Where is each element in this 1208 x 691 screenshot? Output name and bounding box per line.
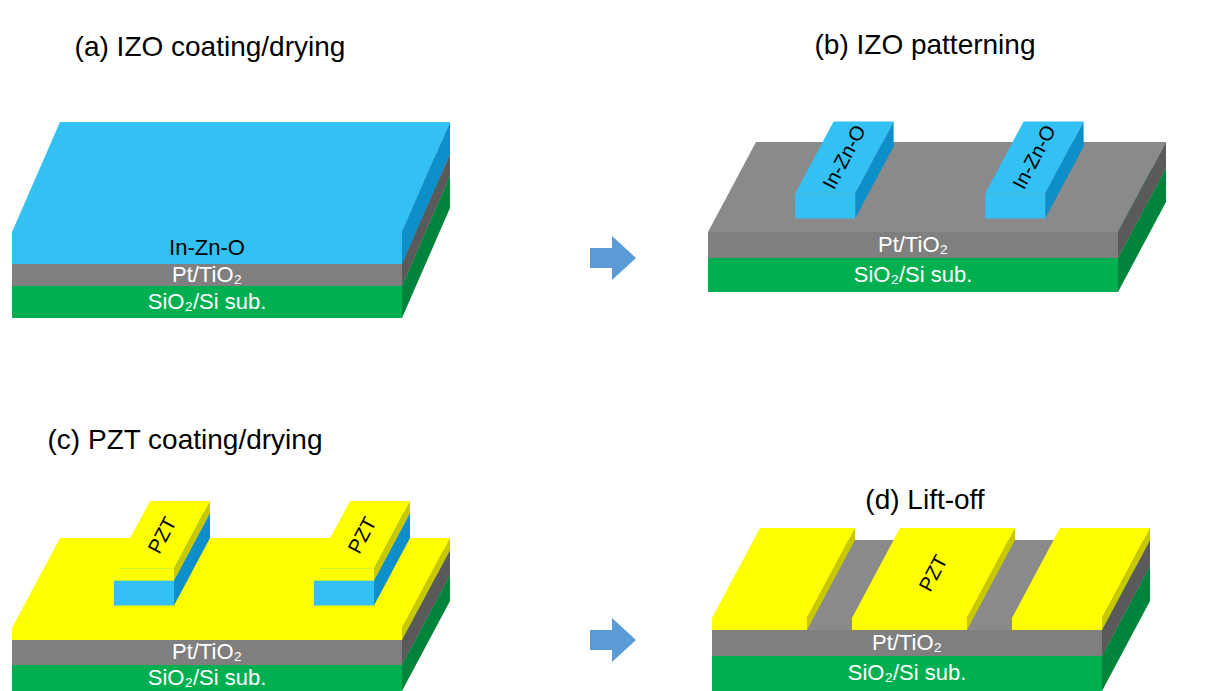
process-arrow <box>590 236 636 280</box>
layer-label: SiO₂/Si sub. <box>148 667 267 689</box>
pzt-strip-top <box>852 528 1015 618</box>
izo-strip-front <box>114 581 174 606</box>
pzt-strip-front <box>1012 618 1102 630</box>
layer-label: Pt/TiO₂ <box>172 264 242 286</box>
layer-label: SiO₂/Si sub. <box>854 264 973 286</box>
pzt-strip-front <box>712 618 807 630</box>
layer-label: Pt/TiO₂ <box>878 234 948 256</box>
layer-label: SiO₂/Si sub. <box>148 291 267 313</box>
pzt-layer-front <box>12 628 402 640</box>
layer-label: In-Zn-O <box>169 237 245 259</box>
layer-label: Pt/TiO₂ <box>872 632 942 654</box>
pzt-strip-front <box>314 569 374 581</box>
pzt-strip-front <box>852 618 967 630</box>
electrode-layer-front <box>712 630 1102 656</box>
izo-strip-front <box>314 581 374 606</box>
pzt-strip-side <box>174 501 210 581</box>
pzt-strip-side <box>1102 528 1150 630</box>
pzt-strip-front <box>114 569 174 581</box>
layer-label: SiO₂/Si sub. <box>848 662 967 684</box>
electrode-layer-side <box>1118 142 1166 258</box>
process-arrow <box>590 618 636 662</box>
electrode-layer-front <box>12 640 402 665</box>
pzt-strip-side <box>374 501 410 581</box>
electrode-layer-front <box>12 264 402 286</box>
izo-layer-side <box>402 122 450 264</box>
substrate-layer-front <box>12 286 402 318</box>
substrate-layer-front <box>12 665 402 691</box>
step-title: (d) Lift-off <box>865 486 984 514</box>
electrode-layer-front <box>708 232 1118 258</box>
substrate-layer-front <box>708 258 1118 292</box>
izo-strip-front <box>985 194 1045 219</box>
izo-layer-front <box>12 232 402 264</box>
pzt-strip-side <box>807 528 855 630</box>
substrate-layer-front <box>712 656 1102 691</box>
step-title: (c) PZT coating/drying <box>48 426 323 454</box>
pzt-strip-side <box>967 528 1015 630</box>
izo-strip-front <box>795 194 855 219</box>
pzt-layer-side <box>402 538 450 640</box>
layer-label: Pt/TiO₂ <box>172 641 242 663</box>
electrode-layer-top <box>708 142 1166 232</box>
step-title: (a) IZO coating/drying <box>75 33 346 61</box>
step-title: (b) IZO patterning <box>815 31 1036 59</box>
izo-layer-top <box>12 122 450 232</box>
